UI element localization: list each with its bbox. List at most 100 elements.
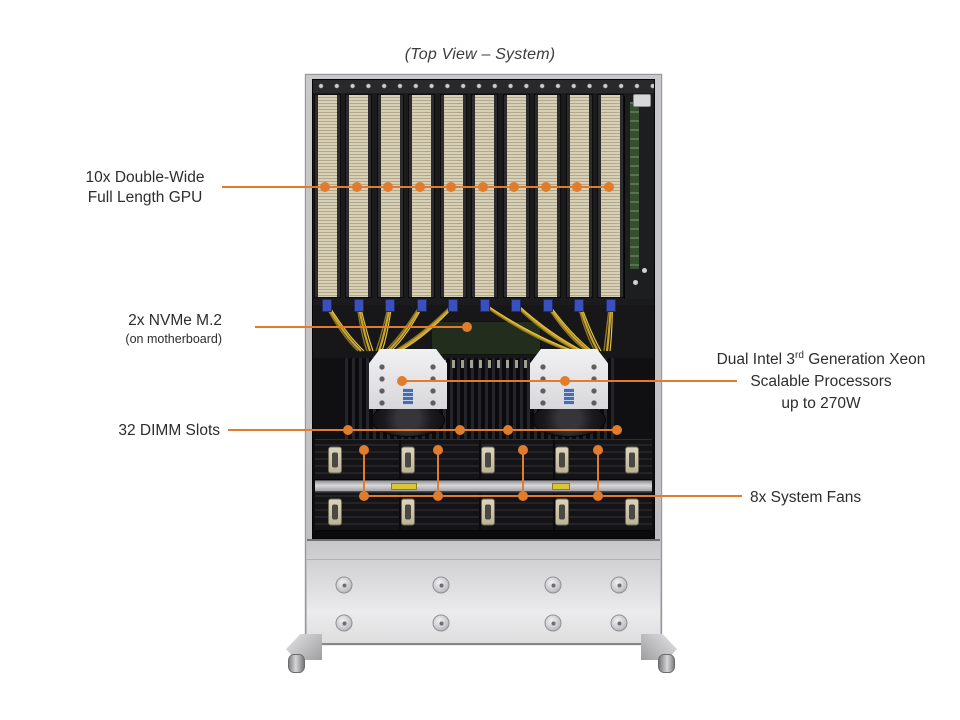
gpu-power-connector [353,299,364,312]
thumb-screw [544,576,562,594]
pcb-component [633,280,638,285]
fan-module-seam [399,493,401,530]
fan-handle [328,446,342,473]
thumb-screw [335,576,353,594]
power-cable [517,305,584,352]
callout-vline-fan [437,450,439,496]
callout-dot-gpu [320,182,330,192]
cpu-label-prefix: Dual Intel 3 [716,351,795,369]
power-cables [324,305,614,353]
gpu-power-connector [416,299,427,312]
gpu-power-connector [448,299,459,312]
cable-area [313,305,654,358]
cpu-label-line3: up to 270W [781,395,861,413]
callout-dot-gpu [383,182,394,192]
callout-dot-cpu [397,376,407,386]
gpu-card [409,95,435,297]
interior-bottom-edge [313,531,654,538]
power-cable [393,305,453,352]
callout-dot-fan [433,491,443,501]
callout-dot-gpu [446,182,457,192]
fan-handle [328,498,342,525]
fan-handle [401,446,415,473]
thumb-screw [544,614,562,632]
top-right-latch [633,94,651,107]
callout-dot-fan [359,491,369,501]
gpu-card [377,95,403,297]
gpu-card [598,95,624,297]
callout-dot-fan [433,445,443,455]
gpu-power-connector [511,299,522,312]
cpu-label-superscript: rd [795,350,804,361]
power-cable [485,305,575,352]
power-cable [484,305,572,353]
callout-dot-fan [518,491,528,501]
gpu-power-connector [605,299,616,312]
thumb-screw [432,614,450,632]
chassis-foot-right [641,634,677,674]
gpu-power-connector [479,299,490,312]
callout-dot-gpu [603,182,614,192]
left-cable-margin [313,358,345,439]
gpu-card [535,95,561,297]
gpu-card [566,95,592,297]
gpu-label-line2: Full Length GPU [87,189,203,206]
right-cable-margin [614,358,654,439]
callout-dot-gpu [572,182,583,192]
shroud-label [564,388,574,405]
power-cable [482,305,569,352]
warning-label [552,483,570,490]
panel-seam [307,559,660,560]
gpu-label-line1: 10x Double-Wide [85,169,205,186]
fan-module-seam [553,440,555,479]
fan-handle [401,498,415,525]
callout-dot-dimm [455,425,465,435]
chassis-bottom-panel [307,539,660,645]
fan-handle [625,446,639,473]
callout-dot-nvme [462,322,472,332]
gpu-card [346,95,372,297]
fan-module-seam [553,493,555,530]
callout-label-dimm: 32 DIMM Slots [40,421,220,441]
callout-dot-dimm [343,425,353,435]
dimm-label: 32 DIMM Slots [118,422,220,439]
callout-dot-cpu [560,376,570,386]
callout-vline-fan [363,450,365,496]
callout-line-nvme [255,326,468,328]
callout-dot-gpu [509,182,520,192]
callout-label-nvme: 2x NVMe M.2 (on motherboard) [40,311,222,347]
callout-dot-gpu [414,182,425,192]
fan-handle [555,498,569,525]
cpu-heatsink-shroud-left [369,349,447,409]
shroud-label [403,388,413,405]
fans-label: 8x System Fans [750,489,862,506]
nvme-label-line2: (on motherboard) [125,332,222,346]
chassis-interior [312,79,655,539]
gpu-power-connector [574,299,585,312]
callout-dot-gpu [351,182,362,192]
callout-label-gpu: 10x Double-Wide Full Length GPU [55,168,235,208]
pcb-trace-strip [630,102,639,269]
callout-dot-dimm [503,425,513,435]
callout-dot-fan [359,445,369,455]
fan-row-top [315,439,652,480]
fan-handle [555,446,569,473]
callout-vline-fan [597,450,599,496]
power-cable [515,305,581,352]
gpu-card [503,95,529,297]
fan-module-seam [479,440,481,479]
thumb-screw [610,614,628,632]
foot-caster [288,654,305,673]
cpu-label-line2: Scalable Processors [750,373,892,391]
top-screw-strip [313,80,654,93]
power-cable [548,305,593,352]
gpu-power-connector [542,299,553,312]
callout-dot-gpu [477,182,488,192]
fan-module-seam [479,493,481,530]
chassis-foot-left [286,634,322,674]
callout-dot-gpu [540,182,551,192]
gpu-bay [313,93,654,305]
gpu-card [314,95,340,297]
callout-dot-dimm [612,425,622,435]
